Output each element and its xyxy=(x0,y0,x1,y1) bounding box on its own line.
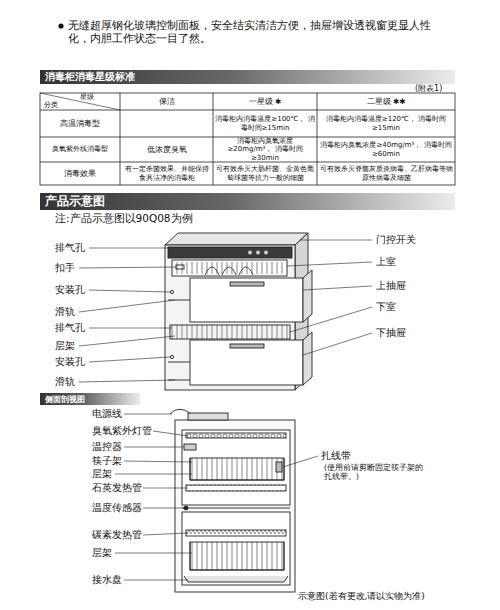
table-cell: 消毒效果 xyxy=(42,163,118,184)
part-label: 温控器 xyxy=(92,441,162,452)
usage-note: (使用前请剪断固定筷子架的扎线带。) xyxy=(324,463,424,481)
part-label: 安装孔 xyxy=(55,356,100,368)
part-label: 扣手 xyxy=(55,262,100,274)
section-band: 消毒柜消毒星级标准 xyxy=(40,70,455,84)
part-label: 层架 xyxy=(92,547,162,558)
table-ref: (附表1) xyxy=(415,84,455,94)
part-label: 臭氧紫外灯管 xyxy=(92,425,162,436)
table-cell: 臭氧紫外线消毒型 xyxy=(42,138,118,161)
standard-table xyxy=(40,93,455,185)
band-title: 侧面剖视图 xyxy=(45,394,85,405)
part-label: 层架 xyxy=(92,468,162,479)
cabinet-side-section xyxy=(170,409,295,592)
table-cell: 可有效杀灭脊髓灰质炎病毒、乙肝病毒等病原性病毒及细菌 xyxy=(319,163,453,184)
part-label: 温度传感器 xyxy=(92,502,162,513)
part-label: 安装孔 xyxy=(55,284,100,296)
part-label: 排气孔 xyxy=(55,322,100,334)
part-label: 层架 xyxy=(55,340,100,352)
part-label: 筷子架 xyxy=(92,455,162,466)
part-label: 下抽屉 xyxy=(376,327,436,339)
part-label: 滑轨 xyxy=(55,376,100,388)
part-label: 滑轨 xyxy=(55,306,100,318)
table-cell: 消毒柜内消毒温度≥120℃， 消毒时间≥15min xyxy=(319,111,453,136)
table-cell: 消毒柜内消毒温度≥100℃， 消毒时间≥15min xyxy=(215,111,315,136)
leader-lines xyxy=(115,414,318,580)
table-cell: 可有效杀灭大肠杆菌、金黄色葡萄球菌等抗力一般的细菌 xyxy=(215,163,315,184)
table-cell: 二星级 ✱✱ xyxy=(319,94,453,109)
figure-caption: 示意图(若有更改,请以实物为准) xyxy=(298,591,496,602)
part-label: 门控开关 xyxy=(376,234,436,246)
section-band: 产品示意图 xyxy=(40,193,455,210)
band-title: 消毒柜消毒星级标准 xyxy=(45,70,135,84)
part-label: 扎线带 xyxy=(321,450,381,461)
table-cell: 保洁 xyxy=(122,94,211,109)
part-label: 碳素发热管 xyxy=(92,529,162,540)
table-cell: 一星级 ✱ xyxy=(215,94,315,109)
part-label: 下室 xyxy=(376,301,436,313)
table-cell: 消毒柜内臭氧浓度≥40mg/m³， 消毒时间≥60min xyxy=(319,138,453,161)
part-label: 上抽屉 xyxy=(376,280,436,292)
table-cell: 有一定杀菌效果、并能保持食具洁净的消毒柜 xyxy=(122,163,211,184)
leader-lines xyxy=(79,240,372,382)
table-cell: 消毒柜内臭氧浓度≥20mg/m³， 消毒时间≥30min xyxy=(215,138,315,161)
part-label: 上室 xyxy=(376,256,436,268)
part-label: 排气孔 xyxy=(55,242,100,254)
part-label: 石英发热管 xyxy=(92,482,162,493)
cabinet-front-view xyxy=(165,233,312,390)
feature-note: 无缝超厚钢化玻璃控制面板，安全结实清洁方便，抽屉增设透视窗更显人性化，内胆工作状… xyxy=(68,19,448,44)
note: 注:产品示意图以90Q08为例 xyxy=(55,212,315,225)
table-cell: 高温消毒型 xyxy=(42,111,118,136)
bullet-dot xyxy=(58,23,63,28)
band-title: 产品示意图 xyxy=(45,193,105,210)
part-label: 电源线 xyxy=(92,408,162,419)
table-header: 星级 xyxy=(80,93,118,102)
part-label: 接水盘 xyxy=(92,574,162,585)
table-cell: 低浓度臭氧 xyxy=(122,138,211,161)
section-band: 侧面剖视图 xyxy=(40,393,140,405)
table-header: 分类 xyxy=(44,101,80,110)
